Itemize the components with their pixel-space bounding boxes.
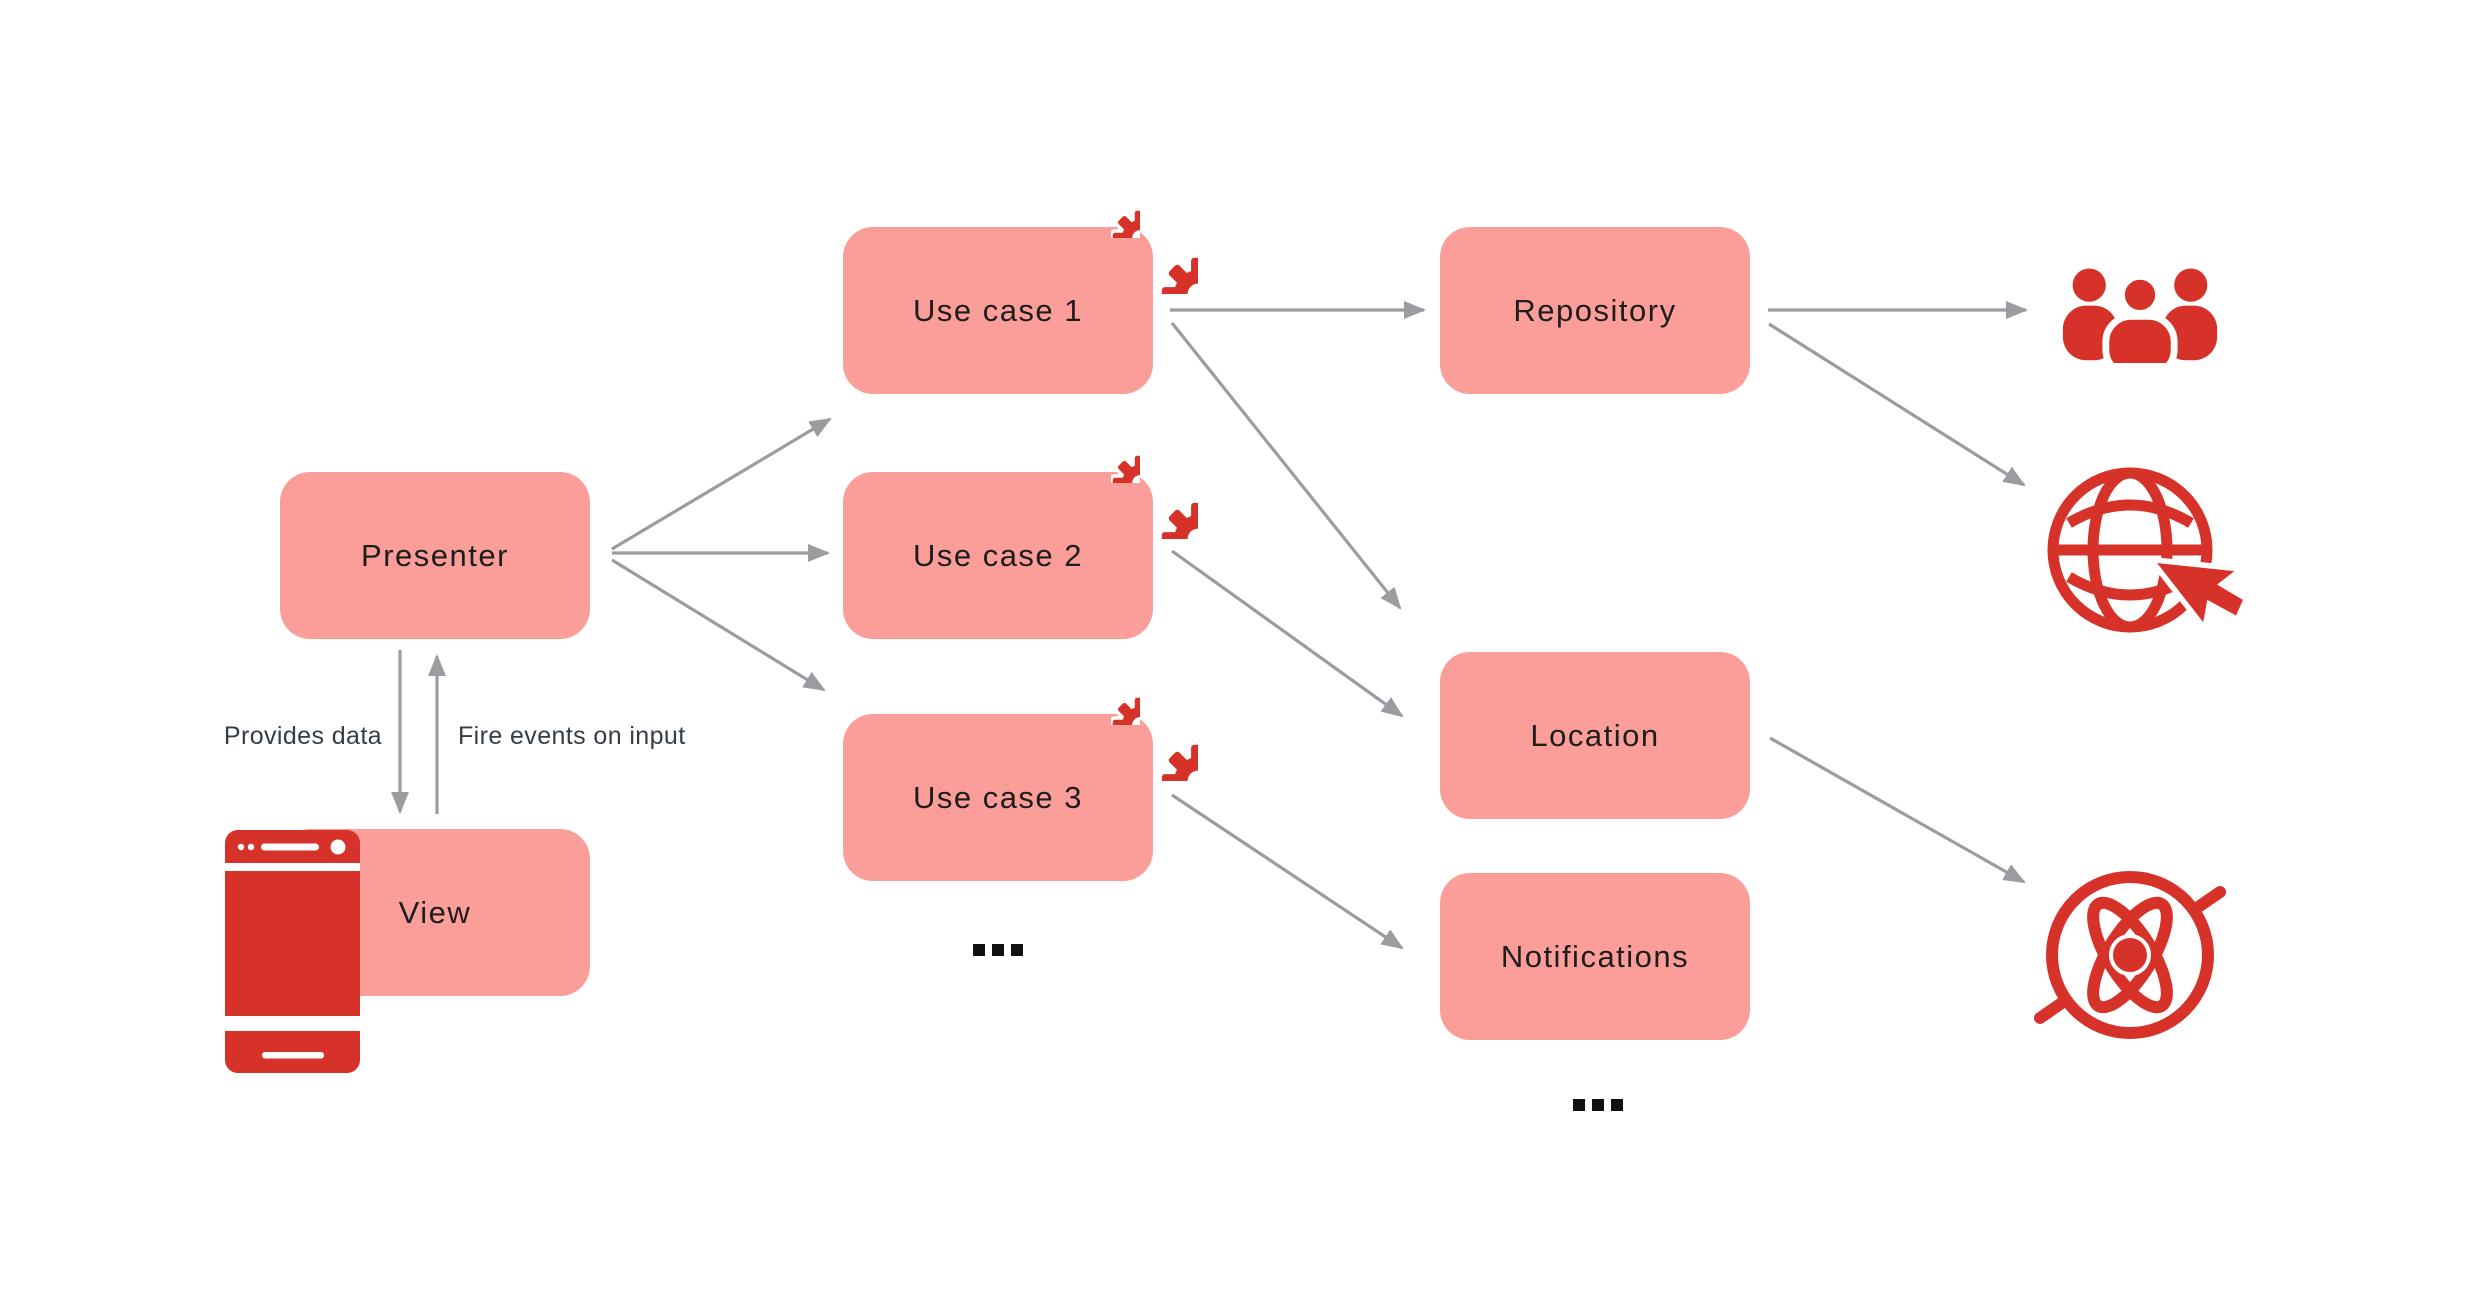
node-use-case-3-label: Use case 3 [912,779,1084,815]
node-use-case-3: Use case 3 [843,714,1153,881]
node-repository-label: Repository [1513,292,1677,328]
node-use-case-2-label: Use case 2 [912,537,1084,573]
gear-icon [1121,217,1198,294]
users-group-icon [2057,259,2223,363]
arrow-presenter-usecase1 [611,417,832,551]
node-use-case-1-label: Use case 1 [912,292,1084,328]
gear-icon [1121,462,1198,539]
node-use-case-1: Use case 1 [843,227,1153,394]
gyroscope-sensor-icon [2020,845,2240,1065]
arrow-usecase3-notifications [1171,793,1404,950]
node-notifications-label: Notifications [1500,938,1690,974]
ellipsis-more-services: ... [1573,1099,1623,1111]
smartphone-icon [225,830,360,1073]
node-use-case-2: Use case 2 [843,472,1153,639]
globe-cursor-icon [2045,465,2245,665]
ellipsis-more-use-cases: ... [973,944,1023,956]
arrow-repository-globe [1768,322,2026,487]
arrow-usecase1-location [1170,322,1402,610]
node-repository: Repository [1440,227,1750,394]
node-view-label: View [398,894,472,930]
node-presenter: Presenter [280,472,590,639]
node-location: Location [1440,652,1750,819]
arrow-usecase2-location [1171,549,1404,718]
node-location-label: Location [1530,717,1660,753]
node-notifications: Notifications [1440,873,1750,1040]
edge-label-provides-data: Provides data [223,722,382,750]
arrow-presenter-usecase3 [611,558,826,692]
gear-icon [1121,704,1198,781]
arrow-location-gyroscope [1769,736,2026,884]
node-presenter-label: Presenter [361,537,509,573]
edge-label-fire-events: Fire events on input [458,722,686,750]
